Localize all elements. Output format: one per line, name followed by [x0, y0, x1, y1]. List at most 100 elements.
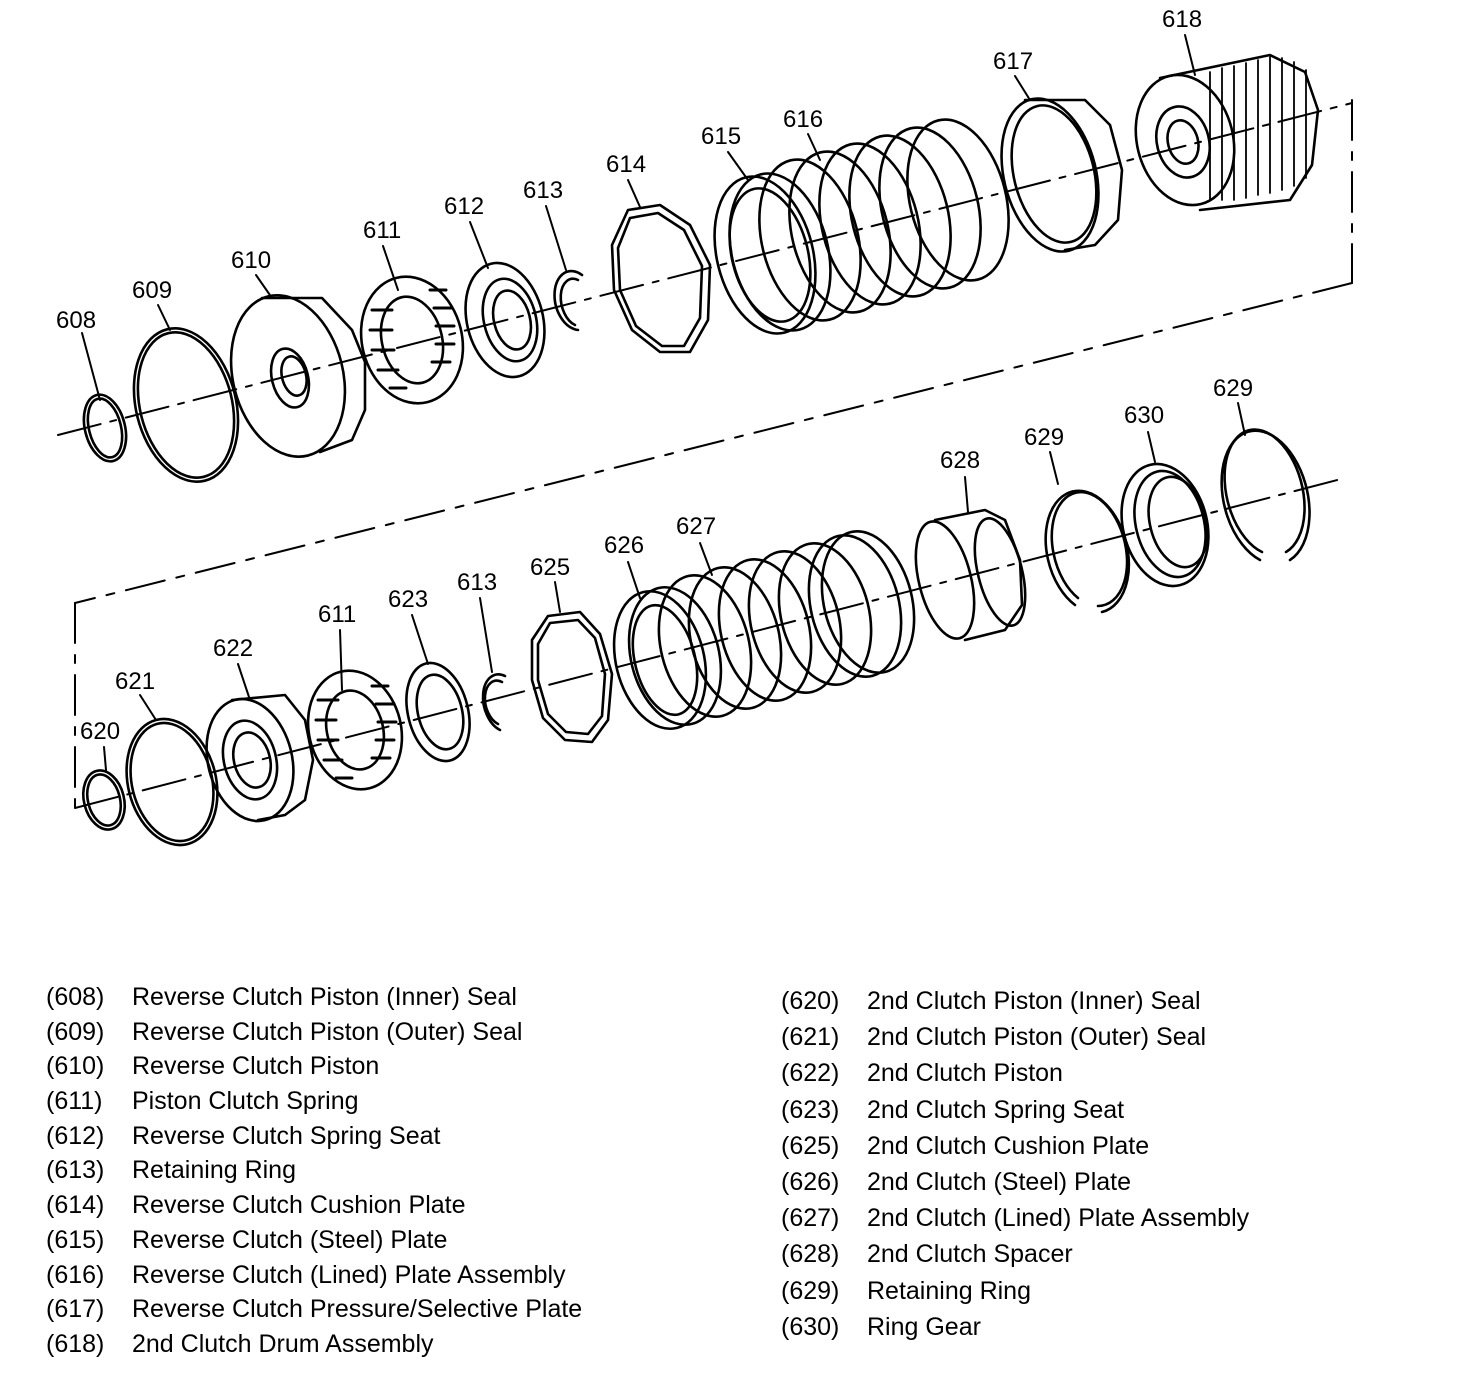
- part-616-lined-plates: [758, 118, 1010, 322]
- legend-name: Reverse Clutch Piston (Outer) Seal: [132, 1017, 523, 1046]
- part-626-steel-plates: [612, 585, 723, 731]
- callout-615: 615: [701, 123, 741, 150]
- legend-name: 2nd Clutch Piston (Inner) Seal: [867, 987, 1201, 1015]
- legend-right-column: (620) 2nd Clutch Piston (Inner) Seal (621…: [781, 983, 1249, 1345]
- legend-row: (610)Reverse Clutch Piston: [46, 1049, 582, 1084]
- legend-row: (620) 2nd Clutch Piston (Inner) Seal: [781, 983, 1249, 1019]
- callout-630: 630: [1124, 402, 1164, 429]
- part-610-piston: [229, 294, 367, 458]
- callout-613-upper: 613: [523, 177, 563, 204]
- callout-620: 620: [80, 718, 120, 745]
- callout-613-lower: 613: [457, 569, 497, 596]
- legend-code: (622): [781, 1059, 840, 1088]
- legend-row: (608)Reverse Clutch Piston (Inner) Seal: [46, 980, 582, 1015]
- part-623-spring-seat: [405, 661, 471, 763]
- legend-name: Retaining Ring: [132, 1156, 296, 1185]
- callout-616: 616: [783, 106, 823, 133]
- legend-name: Piston Clutch Spring: [132, 1087, 359, 1116]
- legend-row: (628) 2nd Clutch Spacer: [781, 1236, 1249, 1272]
- legend-row: (623) 2nd Clutch Spring Seat: [781, 1092, 1249, 1128]
- legend-row: (629) Retaining Ring: [781, 1273, 1249, 1309]
- callout-629-b: 629: [1213, 375, 1253, 402]
- legend-row: (617) Reverse Clutch Pressure/Selective P…: [46, 1292, 582, 1327]
- part-617-pressure-plate: [1000, 97, 1124, 253]
- legend-code: (623): [781, 1095, 840, 1124]
- legend-name: 2nd Clutch Piston: [867, 1059, 1063, 1088]
- legend-name: 2nd Clutch Cushion Plate: [867, 1131, 1150, 1160]
- callout-629-a: 629: [1024, 424, 1064, 451]
- part-628-spacer: [914, 508, 1027, 642]
- legend-code: (626): [781, 1167, 840, 1196]
- callout-628: 628: [940, 447, 980, 474]
- legend-name: Reverse Clutch Pressure/Selective Plate: [132, 1295, 583, 1324]
- legend-code: (610): [46, 1052, 105, 1081]
- callout-611-lower: 611: [318, 601, 356, 628]
- legend-name: Ring Gear: [867, 1312, 981, 1341]
- part-629-retaining-ring-b: [1220, 428, 1311, 562]
- legend-left-column: (608)Reverse Clutch Piston (Inner) Seal …: [46, 980, 582, 1362]
- legend-code: (609): [46, 1017, 105, 1046]
- part-620-inner-seal: [81, 769, 127, 831]
- leader-lines: [81, 34, 1246, 771]
- callout-614: 614: [606, 151, 646, 178]
- callout-621: 621: [115, 668, 155, 695]
- legend-code: (614): [46, 1191, 105, 1220]
- legend-row: (612)Reverse Clutch Spring Seat: [46, 1119, 582, 1154]
- callout-622: 622: [213, 635, 253, 662]
- legend-name: Reverse Clutch (Steel) Plate: [132, 1225, 448, 1254]
- legend-code: (616): [46, 1260, 105, 1289]
- part-614-cushion-plate: [610, 203, 712, 354]
- legend-code: (613): [46, 1156, 105, 1185]
- part-622-piston: [205, 693, 315, 823]
- legend-code: (617): [46, 1295, 105, 1324]
- legend-code: (630): [781, 1312, 840, 1341]
- part-627-lined-plates: [657, 530, 916, 718]
- callout-610: 610: [231, 247, 271, 274]
- part-615-steel-plates: [713, 172, 832, 335]
- legend-name: 2nd Clutch Spacer: [867, 1240, 1073, 1269]
- legend-row: (618) 2nd Clutch Drum Assembly: [46, 1327, 582, 1362]
- callout-618: 618: [1162, 6, 1202, 33]
- part-629-retaining-ring-a: [1044, 489, 1131, 614]
- legend-row: (621)2nd Clutch Piston (Outer) Seal: [781, 1019, 1249, 1055]
- part-611-spring-lower: [306, 669, 404, 791]
- callout-625: 625: [530, 554, 570, 581]
- legend-code: (629): [781, 1276, 840, 1305]
- legend-name: 2nd Clutch Spring Seat: [867, 1095, 1125, 1124]
- lower-axis: [74, 477, 1346, 809]
- legend-name: 2nd Clutch (Steel) Plate: [867, 1167, 1132, 1196]
- legend-code: (620): [781, 987, 840, 1015]
- legend-name: Retaining Ring: [867, 1276, 1031, 1305]
- legend-row: (626) 2nd Clutch (Steel) Plate: [781, 1164, 1249, 1200]
- legend-name: Reverse Clutch Spring Seat: [132, 1121, 441, 1150]
- legend-row: (616) Reverse Clutch (Lined) Plate Assemb…: [46, 1258, 582, 1293]
- callout-617: 617: [993, 48, 1033, 75]
- legend-row: (630) Ring Gear: [781, 1309, 1249, 1345]
- legend-name: Reverse Clutch Cushion Plate: [132, 1191, 466, 1220]
- part-612-spring-seat: [464, 261, 546, 379]
- callout-623: 623: [388, 586, 428, 613]
- legend-row: (625) 2nd Clutch Cushion Plate: [781, 1128, 1249, 1164]
- part-625-cushion-plate: [530, 610, 614, 744]
- part-608-inner-seal: [82, 393, 128, 463]
- callout-611-upper: 611: [363, 217, 401, 244]
- callout-labels: 608 609 610 611 612 613 614 615 616 617 …: [56, 6, 1253, 745]
- legend-code: (625): [781, 1131, 840, 1160]
- part-611-spring-upper: [359, 275, 465, 405]
- exploded-parts-diagram: 608 609 610 611 612 613 614 615 616 617 …: [56, 6, 1353, 847]
- legend-code: (608): [46, 983, 105, 1011]
- legend-code: (611): [46, 1087, 103, 1116]
- part-613-retaining-ring-lower: [481, 673, 507, 732]
- legend-row: (614) Reverse Clutch Cushion Plate: [46, 1188, 582, 1223]
- legend-row: (627)2nd Clutch (Lined) Plate Assembly: [781, 1200, 1249, 1236]
- callout-626: 626: [604, 532, 644, 559]
- legend-code: (628): [781, 1240, 840, 1269]
- legend-row: (615)Reverse Clutch (Steel) Plate: [46, 1223, 582, 1258]
- callout-609: 609: [132, 277, 172, 304]
- legend-code: (621): [781, 1023, 840, 1052]
- legend-name: Reverse Clutch (Lined) Plate Assembly: [132, 1260, 566, 1289]
- legend-name: 2nd Clutch Drum Assembly: [132, 1329, 434, 1358]
- legend-row: (613) Retaining Ring: [46, 1153, 582, 1188]
- legend-code: (618): [46, 1329, 105, 1358]
- callout-608: 608: [56, 307, 96, 334]
